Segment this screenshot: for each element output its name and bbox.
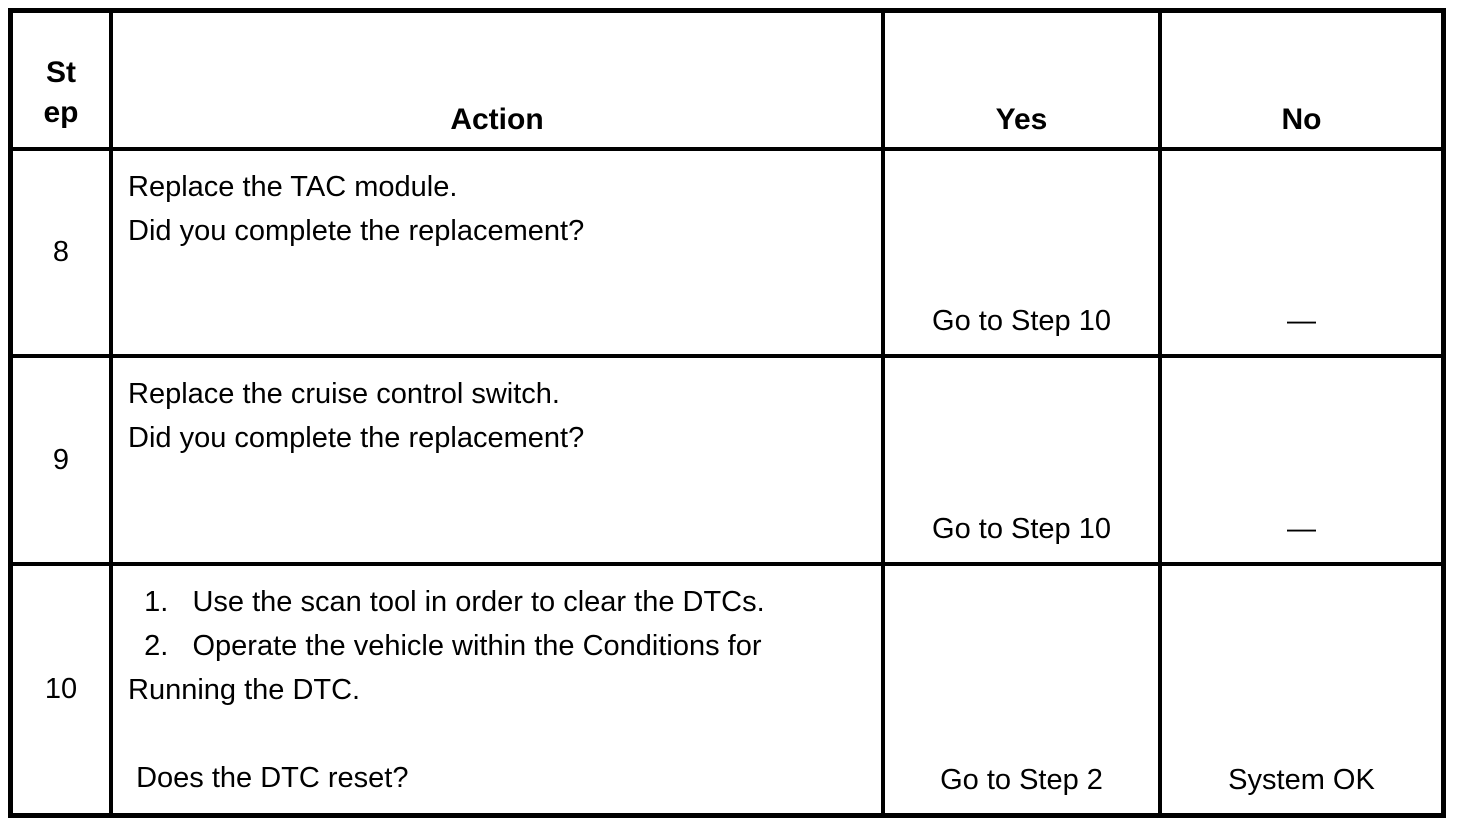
step-number-9: 9 [13,358,113,566]
action-text-step-10: 1. Use the scan tool in order to clear t… [113,566,885,813]
step-number-10: 10 [13,566,113,813]
action-text-step-9: Replace the cruise control switch. Did y… [113,358,885,566]
no-result-step-10: System OK [1228,764,1375,796]
column-header-step: St ep [13,13,113,151]
no-result-step-9: — [1162,358,1441,566]
yes-result-step-10: Go to Step 2 [885,566,1162,813]
yes-result-step-8: Go to Step 10 [885,151,1162,358]
action-text-step-8: Replace the TAC module. Did you complete… [113,151,885,358]
column-header-no: No [1162,13,1441,151]
step-number-8: 8 [13,151,113,358]
yes-result-step-9: Go to Step 10 [885,358,1162,566]
column-header-yes: Yes [885,13,1162,151]
diagnostic-step-table: St ep Action Yes No 8 Replace the TAC mo… [8,8,1446,818]
column-header-action: Action [113,13,885,151]
no-result-step-8: — [1162,151,1441,358]
